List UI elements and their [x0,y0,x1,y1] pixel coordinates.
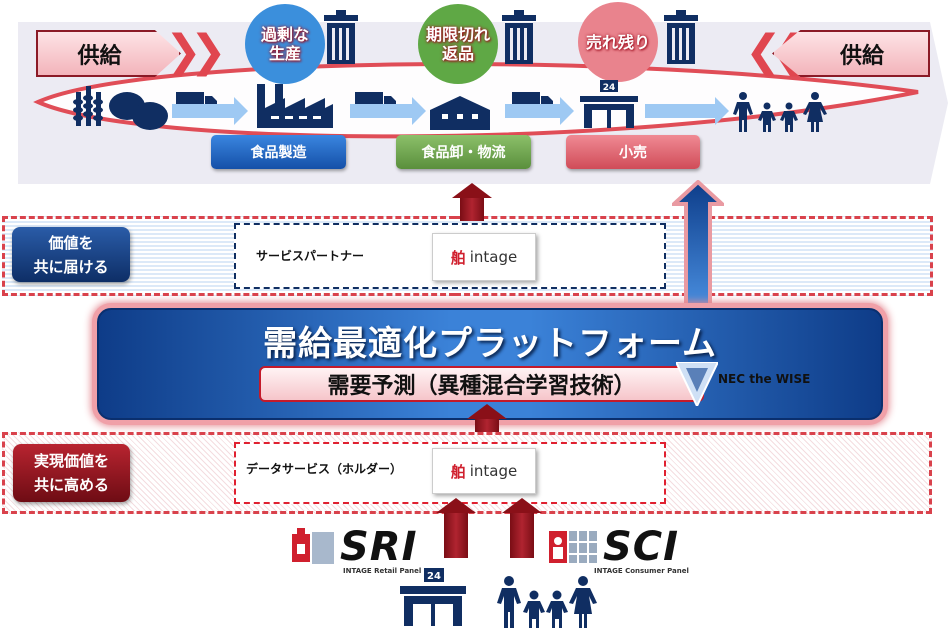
trash-can-icon [502,10,536,64]
badge-line1: 価値を [48,233,94,252]
supply-right-label: 供給 [839,43,884,69]
waste-label-line2: 生産 [268,44,301,63]
store-icon: 24 [400,568,466,626]
waste-label-line2: 返品 [441,44,474,63]
sci-logo-icon [549,531,597,563]
badge-line2: 共に届ける [33,257,109,276]
waste-bubble-unsold: 売れ残り [578,2,658,82]
trash-can-icon [324,10,358,64]
waste-label-line1: 期限切れ [425,25,490,44]
badge-line2: 共に高める [33,476,109,494]
flow-arrow [505,97,574,125]
intage-mark-icon: 舶 [450,248,466,267]
trash-can-icon [664,10,698,64]
store-sign-text: 24 [427,571,441,582]
platform-title: 需給最適化プラットフォーム [263,324,717,364]
stage-food-manufacturing: 食品製造 [211,135,346,169]
waste-bubble-overproduction: 過剰な生産 [245,4,325,84]
stage-label: 食品製造 [250,145,307,161]
family-icon [733,92,827,132]
up-arrow-red [502,498,542,558]
sri-name: SRI [340,524,418,570]
platform-panel: 需給最適化プラットフォーム 需要予測（異種混合学習技術） NEC the WIS… [97,308,883,420]
intage-logo: 舶 intage [432,233,536,281]
supply-right-arrow: 供給 [772,30,930,77]
demand-forecast-label: 需要予測（異種混合学習技術） [327,374,636,399]
intage-logo-text: intage [469,462,518,480]
supply-left-arrow: 供給 [36,30,181,77]
sci-caption: INTAGE Consumer Panel [594,567,689,575]
waste-label-line1: 売れ残り [585,32,650,52]
waste-bubble-expired-returns: 期限切れ返品 [418,4,498,84]
chevron-right-icon: ❯❯ [165,26,227,77]
up-arrow-blue [672,180,724,312]
up-arrow-red [452,183,492,221]
waste-label-line1: 過剰な [260,25,309,44]
nec-wise-brand: NEC the WISE [718,372,811,386]
stage-label: 小売 [619,145,647,161]
store-icon: 24 [580,80,638,128]
demand-forecast-box: 需要予測（異種混合学習技術） [259,366,704,402]
partner-badge: 価値を 共に届ける [12,227,130,282]
sci-name: SCI [603,524,680,570]
wheat-tomato-icon [73,86,168,130]
warehouse-icon [430,96,490,130]
intage-logo-text: intage [469,248,518,266]
sri-logo-icon [292,528,334,564]
supply-left-label: 供給 [77,43,122,69]
flow-arrow [172,97,248,125]
stage-retail: 小売 [566,135,700,169]
intage-logo: 舶 intage [432,448,536,494]
flow-arrow [645,97,729,125]
sri-caption: INTAGE Retail Panel [343,567,422,575]
intage-mark-icon: 舶 [450,462,466,481]
flow-arrow [350,97,426,125]
family-icon [497,576,597,628]
up-arrow-red [436,498,476,558]
stage-label: 食品卸・物流 [421,145,506,161]
data-holder-label: データサービス（ホルダー） [246,462,403,476]
service-partner-label: サービスパートナー [256,249,365,263]
stage-wholesale-logistics: 食品卸・物流 [396,135,531,169]
badge-line1: 実現価値を [33,452,109,470]
holder-badge: 実現価値を 共に高める [13,444,130,502]
store-sign-text: 24 [603,83,616,93]
nec-wise-logo-icon [676,362,718,406]
factory-icon [257,84,333,128]
